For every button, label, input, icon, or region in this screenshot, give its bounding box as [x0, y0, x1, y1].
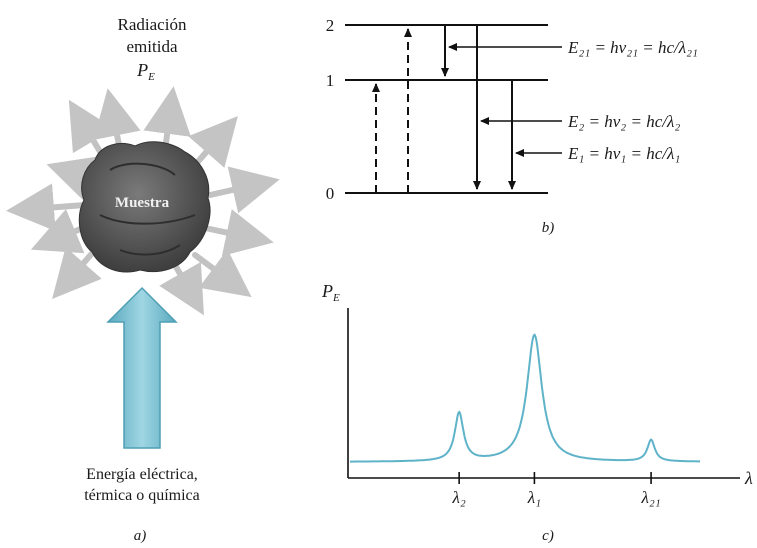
ray	[52, 247, 102, 300]
radiation-symbol: PE	[136, 60, 155, 83]
peak-label: λ₁	[527, 488, 541, 507]
y-axis-label: PE	[321, 281, 340, 304]
caption-b: b)	[542, 220, 555, 236]
spectrum-line	[350, 333, 700, 463]
level-label-1: 1	[326, 71, 335, 90]
panel-a: Radiación emitida PE Muestra Energía elé…	[6, 15, 280, 544]
ray	[93, 88, 141, 153]
panel-b: 2 1 0 E₂₁ = hν₂₁ = hc/λ₂₁ E₂ = hν₂ = hc/…	[326, 16, 698, 236]
caption-c: c)	[542, 528, 554, 544]
ray	[159, 261, 204, 316]
panel-c: PE λ λ₂ λ₁ λ₂₁ c)	[321, 281, 753, 544]
ray	[192, 249, 252, 298]
radiation-symbol-sub: E	[147, 71, 155, 83]
excitation-arrow	[106, 286, 178, 449]
equation-e21: E₂₁ = hν₂₁ = hc/λ₂₁	[567, 38, 698, 57]
radiation-title-line1: Radiación	[118, 15, 187, 34]
energy-source-line1: Energía eléctrica,	[86, 466, 198, 483]
sample-label: Muestra	[115, 195, 170, 211]
peak-label: λ₂₁	[640, 488, 660, 507]
ray	[207, 166, 280, 214]
ray	[202, 209, 274, 257]
peak-label: λ₂	[451, 488, 465, 507]
sample-texture	[99, 162, 196, 256]
equation-e1: E₁ = hν₁ = hc/λ₁	[567, 144, 680, 163]
level-label-0: 0	[326, 184, 335, 203]
ray	[188, 115, 238, 168]
ray	[6, 183, 88, 232]
y-axis-label-main: P	[321, 281, 333, 301]
peak-ticks	[458, 472, 652, 484]
energy-source-line2: térmica o química	[84, 487, 200, 504]
equation-e2: E₂ = hν₂ = hc/λ₂	[567, 112, 680, 131]
sample-blob	[78, 141, 211, 273]
radiation-title-line2: emitida	[127, 37, 178, 56]
caption-a: a)	[134, 528, 147, 544]
ray	[143, 86, 191, 153]
radiation-symbol-main: P	[136, 60, 148, 80]
y-axis-label-sub: E	[332, 292, 340, 304]
peak-labels: λ₂ λ₁ λ₂₁	[451, 488, 660, 507]
x-axis-label: λ	[744, 468, 753, 488]
level-label-2: 2	[326, 16, 335, 35]
